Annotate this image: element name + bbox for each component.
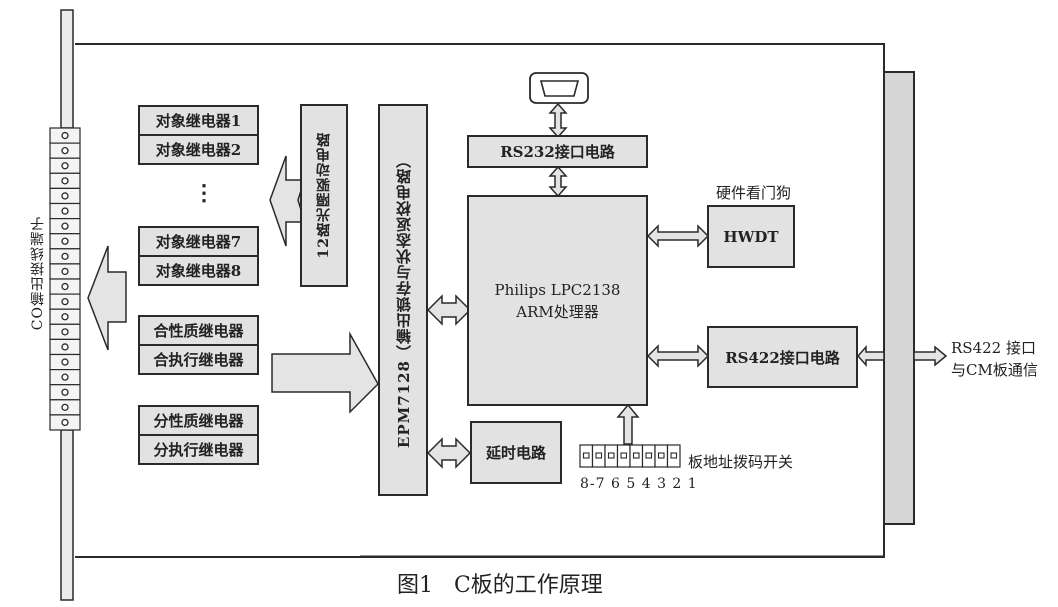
dip-switch-toggle bbox=[582, 452, 590, 459]
terminal-screw-icon bbox=[61, 343, 69, 351]
arrow-epm-cpu bbox=[426, 294, 472, 326]
dip-switch bbox=[579, 444, 681, 468]
optocoupler-driver-block: 12路光隔驱动电路 bbox=[300, 104, 348, 287]
cpu-label-model: Philips LPC2138 bbox=[494, 280, 621, 299]
dip-switch-numbers: 8-7 6 5 4 3 2 1 bbox=[580, 476, 698, 492]
hwdt-block: HWDT bbox=[707, 205, 795, 268]
dip-switch-label: 板地址拨码开关 bbox=[688, 453, 794, 471]
backplane-connector bbox=[883, 71, 915, 525]
terminal-screw-icon bbox=[61, 252, 69, 261]
dip-switch-toggle bbox=[607, 452, 615, 459]
arrow-to-terminals bbox=[87, 245, 127, 351]
terminal-screw-icon bbox=[61, 403, 69, 412]
arrow-epm-delay bbox=[426, 437, 472, 469]
arrow-relays-to-epm bbox=[271, 331, 379, 414]
relay-object-1: 对象继电器1 bbox=[138, 105, 259, 136]
terminal-screw-icon bbox=[61, 222, 69, 230]
terminal-screw-icon bbox=[61, 162, 69, 170]
arrow-dip-cpu bbox=[616, 403, 640, 445]
arrow-opto-to-relays bbox=[269, 155, 303, 247]
terminal-screw-icon bbox=[61, 297, 69, 306]
watchdog-title: 硬件看门狗 bbox=[716, 184, 792, 202]
relay-close-property: 合性质继电器 bbox=[138, 315, 259, 346]
relay-object-8: 对象继电器8 bbox=[138, 255, 259, 286]
external-label-line2: 与CM板通信 bbox=[951, 361, 1038, 379]
arrow-cpu-hwdt bbox=[646, 224, 710, 248]
terminal-screw-icon bbox=[61, 388, 69, 396]
external-label-line1: RS422 接口 bbox=[951, 339, 1036, 357]
terminal-screw-icon bbox=[61, 373, 69, 381]
delay-circuit-block: 延时电路 bbox=[470, 421, 562, 484]
terminal-screw-icon bbox=[61, 207, 69, 215]
terminal-screw-icon bbox=[61, 237, 69, 245]
cpu-block: Philips LPC2138 ARM处理器 bbox=[467, 195, 648, 406]
terminal-screw-icon bbox=[61, 177, 69, 185]
dip-switch-toggle bbox=[595, 452, 603, 459]
relay-ellipsis: ⋮ bbox=[193, 180, 215, 206]
arrow-cpu-rs422 bbox=[646, 344, 710, 368]
arrow-rs422-backplane bbox=[856, 345, 885, 367]
epm7128-block: EPM7128（输出锁存与状态返校电路） bbox=[378, 104, 428, 496]
left-rail-top bbox=[60, 9, 74, 129]
terminal-screw-icon bbox=[61, 328, 69, 336]
arrow-external bbox=[913, 345, 948, 367]
relay-open-execute: 分执行继电器 bbox=[138, 434, 259, 465]
relay-open-property: 分性质继电器 bbox=[138, 405, 259, 436]
dip-switch-toggle bbox=[632, 452, 640, 459]
figure-caption: 图1 C板的工作原理 bbox=[397, 573, 603, 598]
relay-close-execute: 合执行继电器 bbox=[138, 344, 259, 375]
dip-switch-toggle bbox=[670, 452, 678, 459]
optocoupler-driver-label: 12路光隔驱动电路 bbox=[316, 132, 332, 259]
dip-switch-toggle bbox=[657, 452, 665, 459]
terminal-strip bbox=[49, 127, 81, 431]
dip-switch-toggle bbox=[645, 452, 653, 459]
relay-object-7: 对象继电器7 bbox=[138, 226, 259, 257]
rs422-block: RS422接口电路 bbox=[707, 326, 858, 388]
relay-object-2: 对象继电器2 bbox=[138, 134, 259, 165]
terminal-screw-icon bbox=[61, 146, 69, 155]
terminal-screw-icon bbox=[61, 418, 69, 427]
cpu-label-type: ARM处理器 bbox=[516, 302, 599, 321]
dip-switch-toggle bbox=[620, 452, 628, 459]
terminal-strip-label: CO输出接线端子 bbox=[30, 216, 46, 331]
terminal-screw-icon bbox=[61, 192, 69, 200]
external-rs422-label: RS422 接口 与CM板通信 bbox=[951, 337, 1038, 381]
rs232-block: RS232接口电路 bbox=[467, 135, 648, 168]
left-rail-bottom bbox=[60, 429, 74, 601]
terminal-screw-icon bbox=[61, 313, 69, 321]
terminal-screw-icon bbox=[61, 267, 69, 276]
terminal-screw-icon bbox=[61, 358, 69, 366]
terminal-screw-icon bbox=[61, 131, 69, 140]
epm7128-label: EPM7128（输出锁存与状态返校电路） bbox=[394, 151, 413, 449]
terminal-screw-icon bbox=[61, 282, 69, 291]
arrow-rs232-cpu bbox=[548, 165, 568, 198]
arrow-db9-rs232 bbox=[548, 102, 568, 139]
